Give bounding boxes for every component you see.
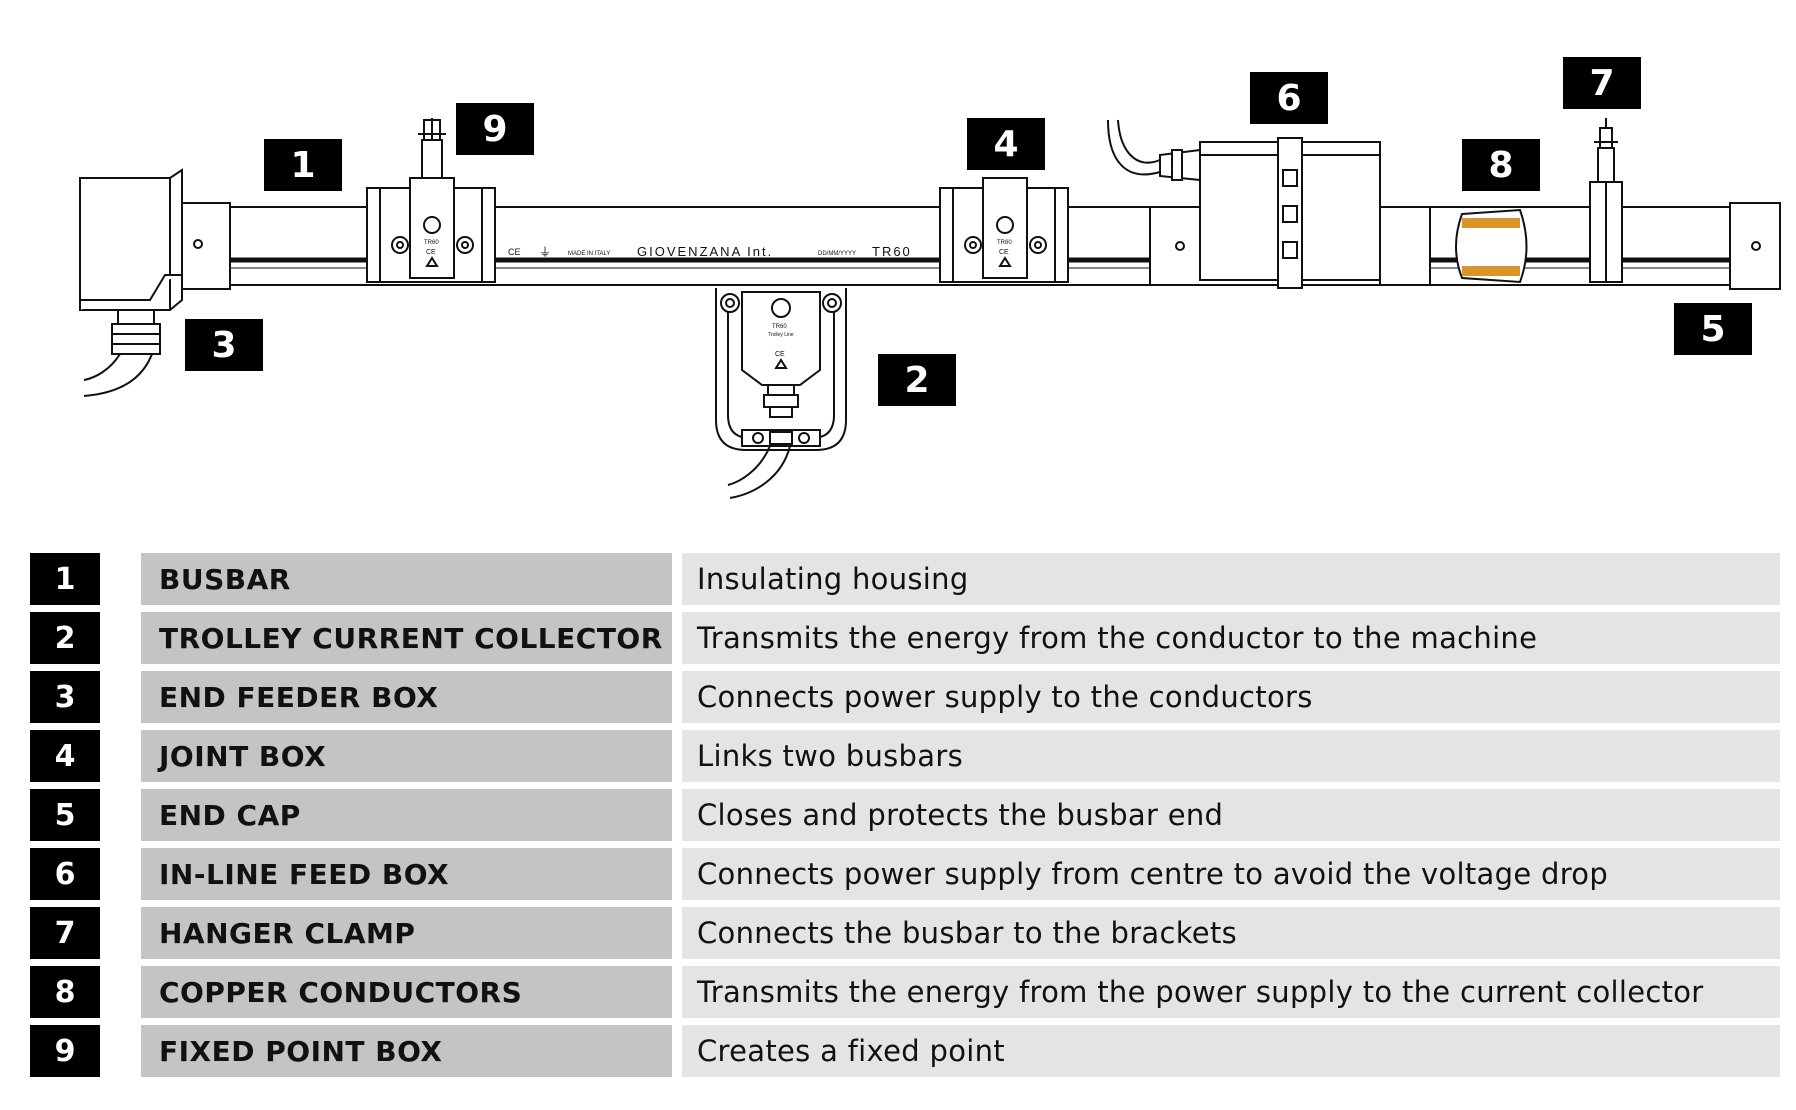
svg-text:3: 3 xyxy=(211,325,236,366)
callout-1: 1 xyxy=(264,139,342,191)
callout-8: 8 xyxy=(1462,139,1540,191)
legend-number: 9 xyxy=(30,1025,100,1077)
busbar-system-diagram: CE ⏚ MADE IN ITALY GIOVENZANA Int. DD/MM… xyxy=(79,57,1781,499)
busbar-date-code: DD/MM/YYYY xyxy=(818,251,856,257)
legend-component-description: Transmits the energy from the power supp… xyxy=(682,966,1780,1018)
busbar-model: TR60 xyxy=(872,244,912,259)
svg-text:6: 6 xyxy=(1276,78,1301,119)
callout-3: 3 xyxy=(185,319,263,371)
legend-row: 2 TROLLEY CURRENT COLLECTOR Transmits th… xyxy=(0,612,1796,664)
legend-number: 6 xyxy=(30,848,100,900)
legend-component-description: Connects power supply from centre to avo… xyxy=(682,848,1780,900)
busbar-brand: GIOVENZANA Int. xyxy=(637,244,773,259)
svg-text:7: 7 xyxy=(1589,63,1614,104)
legend-row: 8 COPPER CONDUCTORS Transmits the energy… xyxy=(0,966,1796,1018)
callout-6: 6 xyxy=(1250,72,1328,124)
legend-number: 5 xyxy=(30,789,100,841)
svg-text:4: 4 xyxy=(993,124,1018,165)
legend-component-name: HANGER CLAMP xyxy=(141,907,672,959)
callout-4: 4 xyxy=(967,118,1045,170)
legend-component-description: Insulating housing xyxy=(682,553,1780,605)
legend-row: 1 BUSBAR Insulating housing xyxy=(0,553,1796,605)
legend-number: 4 xyxy=(30,730,100,782)
busbar-markings: CE ⏚ MADE IN ITALY GIOVENZANA Int. DD/MM… xyxy=(508,244,912,259)
end-feeder-box xyxy=(79,168,231,397)
end-cap xyxy=(1729,202,1781,290)
collector-ce: CE xyxy=(775,351,785,358)
legend-component-description: Transmits the energy from the conductor … xyxy=(682,612,1780,664)
legend-row: 4 JOINT BOX Links two busbars xyxy=(0,730,1796,782)
earth-symbol-icon: ⏚ xyxy=(539,245,551,259)
hanger-clamp xyxy=(1589,118,1623,283)
svg-text:5: 5 xyxy=(1700,309,1725,350)
legend-component-description: Connects the busbar to the brackets xyxy=(682,907,1780,959)
legend-component-description: Creates a fixed point xyxy=(682,1025,1780,1077)
legend-component-name: FIXED POINT BOX xyxy=(141,1025,672,1077)
callout-7: 7 xyxy=(1563,57,1641,109)
svg-text:8: 8 xyxy=(1488,145,1513,186)
legend-component-name: END FEEDER BOX xyxy=(141,671,672,723)
joint-box: TR60 CE xyxy=(939,177,1069,283)
legend-component-description: Links two busbars xyxy=(682,730,1780,782)
svg-text:9: 9 xyxy=(482,109,507,150)
legend-component-description: Connects power supply to the conductors xyxy=(682,671,1780,723)
legend-number: 7 xyxy=(30,907,100,959)
legend-component-name: COPPER CONDUCTORS xyxy=(141,966,672,1018)
svg-text:2: 2 xyxy=(904,360,929,401)
legend-component-description: Closes and protects the busbar end xyxy=(682,789,1780,841)
callout-9: 9 xyxy=(456,103,534,155)
legend-row: 3 END FEEDER BOX Connects power supply t… xyxy=(0,671,1796,723)
fixed-point-box-ce: CE xyxy=(426,249,436,256)
collector-trolley-line: Trolley Line xyxy=(768,332,794,338)
legend-number: 2 xyxy=(30,612,100,664)
legend-component-name: END CAP xyxy=(141,789,672,841)
legend-number: 8 xyxy=(30,966,100,1018)
legend-row: 7 HANGER CLAMP Connects the busbar to th… xyxy=(0,907,1796,959)
legend-component-name: JOINT BOX xyxy=(141,730,672,782)
joint-box-ce: CE xyxy=(999,249,1009,256)
busbar-made-in: MADE IN ITALY xyxy=(568,251,610,257)
svg-text:1: 1 xyxy=(290,145,315,186)
joint-box-model: TR60 xyxy=(997,240,1012,246)
legend-number: 1 xyxy=(30,553,100,605)
legend-row: 9 FIXED POINT BOX Creates a fixed point xyxy=(0,1025,1796,1077)
legend-component-name: BUSBAR xyxy=(141,553,672,605)
fixed-point-box-model: TR60 xyxy=(424,240,439,246)
trolley-current-collector: TR60 Trolley Line CE xyxy=(715,288,847,499)
legend-component-name: IN-LINE FEED BOX xyxy=(141,848,672,900)
callout-2: 2 xyxy=(878,354,956,406)
legend-component-name: TROLLEY CURRENT COLLECTOR xyxy=(141,612,672,664)
busbar-ce-mark: CE xyxy=(508,247,521,257)
callout-5: 5 xyxy=(1674,303,1752,355)
legend-number: 3 xyxy=(30,671,100,723)
collector-model: TR60 xyxy=(772,324,787,330)
legend-row: 5 END CAP Closes and protects the busbar… xyxy=(0,789,1796,841)
fixed-point-box: TR60 CE xyxy=(366,118,496,283)
in-line-feed-box xyxy=(1107,119,1431,289)
legend-row: 6 IN-LINE FEED BOX Connects power supply… xyxy=(0,848,1796,900)
copper-conductors xyxy=(1455,208,1528,284)
